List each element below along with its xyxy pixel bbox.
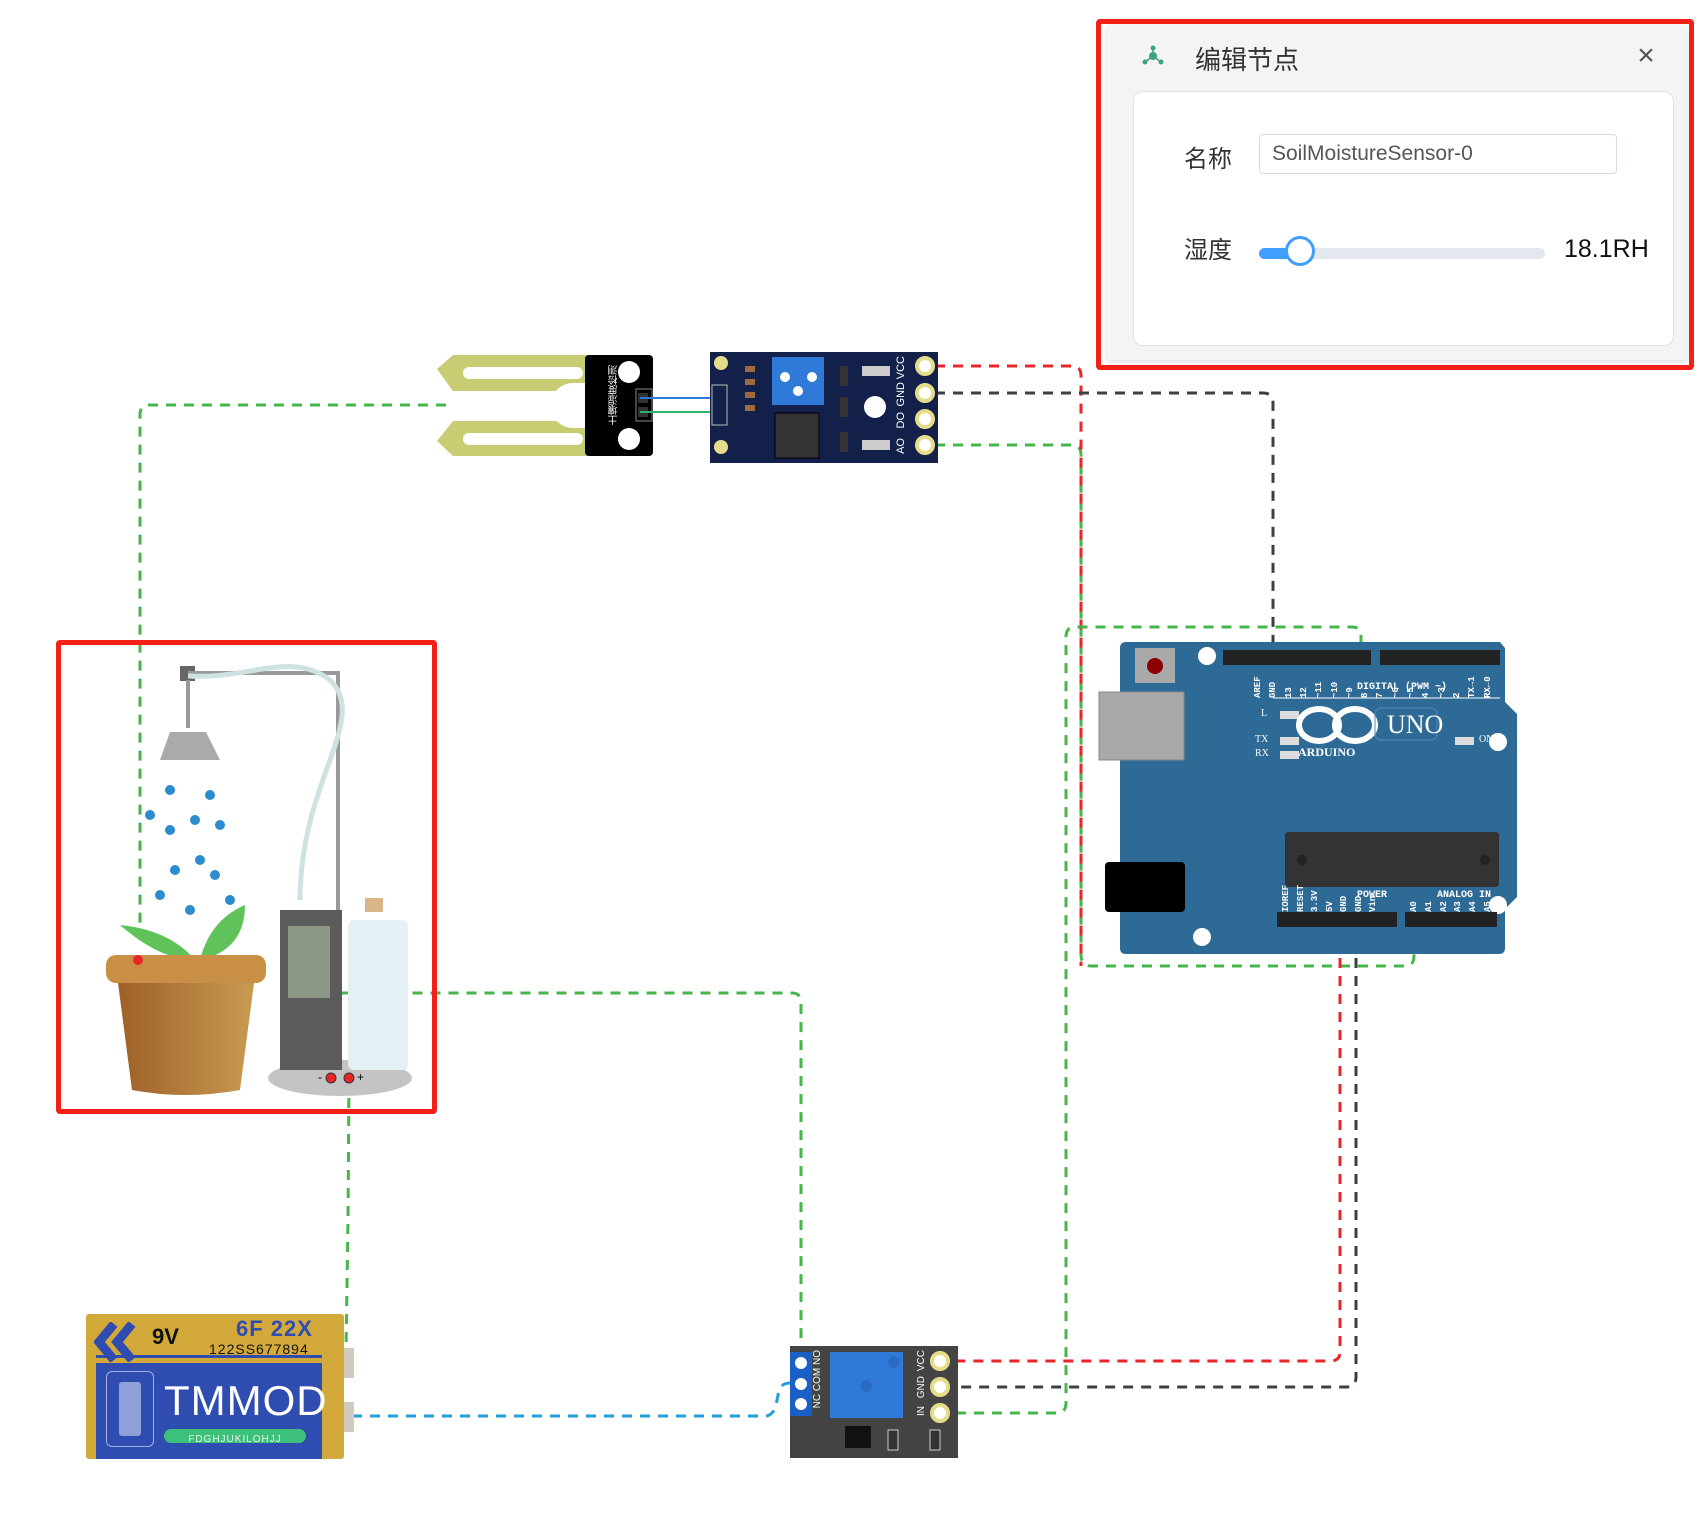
arduino-pin-label: 7 <box>1375 692 1386 698</box>
wire-battery-to-relay-com[interactable] <box>352 1381 791 1418</box>
arduino-pin-label: IOREF <box>1281 884 1291 912</box>
relay-pin-nc[interactable] <box>795 1398 807 1410</box>
wire-vcc-to-5v[interactable] <box>935 364 1083 966</box>
humidity-value: 18.1RH <box>1564 235 1649 263</box>
arduino-pin-label: 12 <box>1298 687 1309 698</box>
pin-label-ao: AO <box>895 438 907 454</box>
pump-terminal-minus[interactable]: - <box>318 1070 322 1084</box>
humidity-slider-fill <box>1259 248 1301 259</box>
battery-brand: TMMOD <box>164 1377 328 1424</box>
name-label: 名称 <box>1184 145 1232 173</box>
relay-label-nc: NC <box>812 1393 823 1409</box>
battery-icon <box>106 1371 154 1447</box>
selection-highlight-watering <box>56 640 437 1114</box>
arduino-pin-label: ~10 <box>1329 681 1340 698</box>
arduino-pin-label: RESET <box>1295 884 1306 912</box>
node-graph-icon <box>1142 45 1164 65</box>
arduino-pin-label: 5V <box>1324 901 1335 912</box>
battery-terminal-minus[interactable] <box>344 1402 354 1432</box>
humidity-label: 湿度 <box>1184 236 1232 264</box>
arduino-uno[interactable]: UNO ARDUINO DIGITAL (PWM ~) POWER ANALOG… <box>1095 642 1520 954</box>
wire-gnd-to-relay-gnd[interactable] <box>950 940 1358 1389</box>
arduino-pin-label: A3 <box>1453 901 1464 912</box>
arduino-pin-label: A2 <box>1438 901 1449 912</box>
led-tx-label: TX <box>1255 734 1269 745</box>
arduino-pin-label: ~11 <box>1314 681 1325 698</box>
relay-pin-gnd[interactable] <box>930 1377 950 1397</box>
humidity-slider[interactable] <box>1259 236 1545 266</box>
arduino-pin-label: A4 <box>1468 901 1479 912</box>
arduino-pin-label: A0 <box>1409 901 1419 912</box>
wire-5v-to-relay-vcc[interactable] <box>950 940 1342 1363</box>
arduino-pin-label: 4 <box>1421 692 1432 698</box>
led-l-label: L <box>1261 708 1268 719</box>
arduino-pin-label: GND <box>1353 895 1364 912</box>
arduino-pin-label: GND <box>1339 895 1349 912</box>
watering-system[interactable]: - + <box>100 660 420 1100</box>
arduino-pin-label: GND <box>1268 681 1279 698</box>
arduino-pin-label: RX←0 <box>1482 676 1493 698</box>
relay-label-no: NO <box>812 1350 823 1365</box>
close-icon[interactable]: × <box>1637 39 1655 72</box>
probe-label: 土壤湿度检测 <box>609 365 620 425</box>
relay-pin-in[interactable] <box>930 1403 950 1423</box>
selection-highlight-panel <box>1096 19 1694 370</box>
battery-serial: 122SS677894 <box>209 1341 309 1357</box>
humidity-slider-thumb[interactable] <box>1285 236 1316 266</box>
panel-body: 名称 湿度 18.1RH <box>1133 91 1674 346</box>
arduino-pin-label: 2 <box>1451 692 1462 698</box>
edit-node-panel: 编辑节点 × 名称 湿度 18.1RH <box>1107 25 1687 360</box>
battery-voltage: 9V <box>152 1324 179 1349</box>
sensor-pin-labels: VCC GND DO AO <box>893 354 915 460</box>
arduino-pin-label: ~6 <box>1390 687 1401 698</box>
probe-cable <box>640 397 710 413</box>
name-input[interactable] <box>1259 134 1617 174</box>
arduino-pin-label: ~3 <box>1436 687 1447 698</box>
led-on-label: ON <box>1479 734 1494 745</box>
arduino-pin-label: ~9 <box>1344 687 1355 698</box>
pump-terminal-plus[interactable]: + <box>357 1070 365 1084</box>
relay-pin-no[interactable] <box>795 1357 807 1369</box>
arduino-pin-label: 13 <box>1283 687 1294 698</box>
power-label: POWER <box>1357 890 1388 901</box>
relay-module[interactable]: NC COM NO VCC GND IN <box>790 1346 958 1458</box>
battery-9v[interactable]: 9V 6F 22X 122SS677894 TMMOD FDGHJUKILOHJ… <box>86 1314 356 1459</box>
wire-gnd-to-gnd[interactable] <box>935 391 1275 645</box>
wire-pump-to-battery[interactable] <box>344 1079 351 1351</box>
arduino-pin-label: Vin <box>1368 895 1378 912</box>
arduino-pin-label: TX→1 <box>1467 676 1478 698</box>
analog-label: ANALOG IN <box>1437 890 1492 901</box>
relay-label-vcc: VCC <box>916 1350 927 1372</box>
pin-label-do: DO <box>895 412 907 429</box>
power-pin-labels: IOREF RESET 3.3V 5V GND GND Vin <box>1281 884 1401 912</box>
relay-left-pin-labels: NC COM NO <box>812 1350 823 1408</box>
sensor-module[interactable]: VCC GND DO AO <box>710 352 938 463</box>
arduino-pin-label: A1 <box>1423 901 1434 912</box>
battery-strip-text: FDGHJUKILOHJJ <box>188 1434 282 1445</box>
panel-title: 编辑节点 <box>1195 46 1300 76</box>
pin-label-vcc: VCC <box>895 356 907 380</box>
relay-pin-com[interactable] <box>795 1378 807 1390</box>
relay-pin-vcc[interactable] <box>930 1351 950 1371</box>
panel-header: 编辑节点 × <box>1107 25 1687 85</box>
arduino-model: UNO <box>1387 710 1444 739</box>
pin-label-gnd: GND <box>895 382 907 407</box>
relay-label-in: IN <box>916 1406 927 1416</box>
arduino-pin-label: 3.3V <box>1310 890 1320 912</box>
arduino-pin-label: ~5 <box>1406 687 1416 698</box>
arduino-pin-label: A5 <box>1483 901 1493 912</box>
battery-terminal-plus[interactable] <box>344 1348 354 1378</box>
relay-label-com: COM <box>812 1367 823 1392</box>
arduino-logo-text: ARDUINO <box>1298 745 1356 759</box>
arduino-pin-label: AREF <box>1253 676 1263 698</box>
arduino-pin-label: 8 <box>1360 692 1371 698</box>
soil-moisture-probe[interactable]: 土壤湿度检测 <box>423 353 653 458</box>
digital-label: DIGITAL (PWM ~) <box>1357 682 1448 693</box>
led-rx-label: RX <box>1255 748 1269 759</box>
relay-label-gnd: GND <box>916 1376 927 1399</box>
battery-model: 6F 22X <box>236 1316 313 1341</box>
analog-pin-labels: A0 A1 A2 A3 A4 A5 <box>1409 892 1501 912</box>
